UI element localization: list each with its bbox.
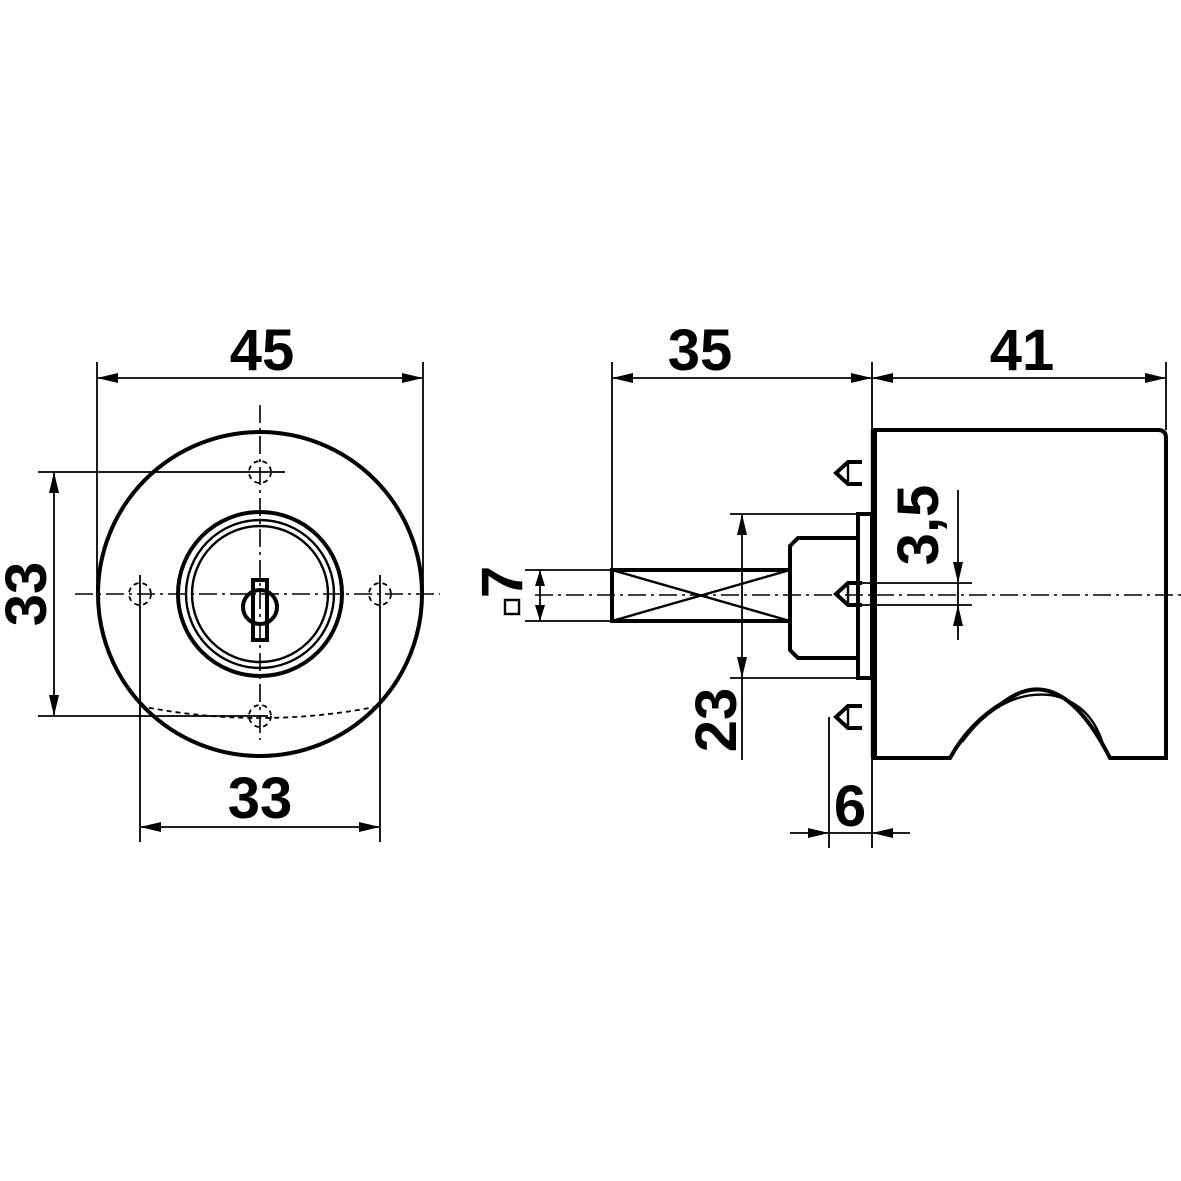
- dim-3-5: 3,5: [886, 485, 951, 566]
- dim-35: 35: [668, 318, 733, 383]
- dim-45: 45: [230, 318, 295, 383]
- pin-top: [833, 460, 862, 486]
- dim-7: 7: [470, 566, 535, 598]
- mount-hole-bottom: [248, 704, 272, 728]
- pin-middle: [833, 581, 862, 607]
- side-view: 35 41 7 23 3,5 6: [470, 318, 1181, 848]
- dim-23: 23: [684, 688, 749, 753]
- dim-33-vertical: 33: [0, 562, 59, 627]
- dim-6: 6: [834, 774, 866, 839]
- front-view: 45 33 33: [0, 318, 440, 842]
- dim-41: 41: [990, 318, 1055, 383]
- pin-bottom: [833, 704, 862, 730]
- square-symbol: [503, 598, 521, 616]
- lock-body: [873, 428, 1168, 760]
- flange-plate: [856, 512, 874, 680]
- body-cutout-inner: [961, 693, 1105, 745]
- dim-33-horizontal: 33: [228, 766, 293, 831]
